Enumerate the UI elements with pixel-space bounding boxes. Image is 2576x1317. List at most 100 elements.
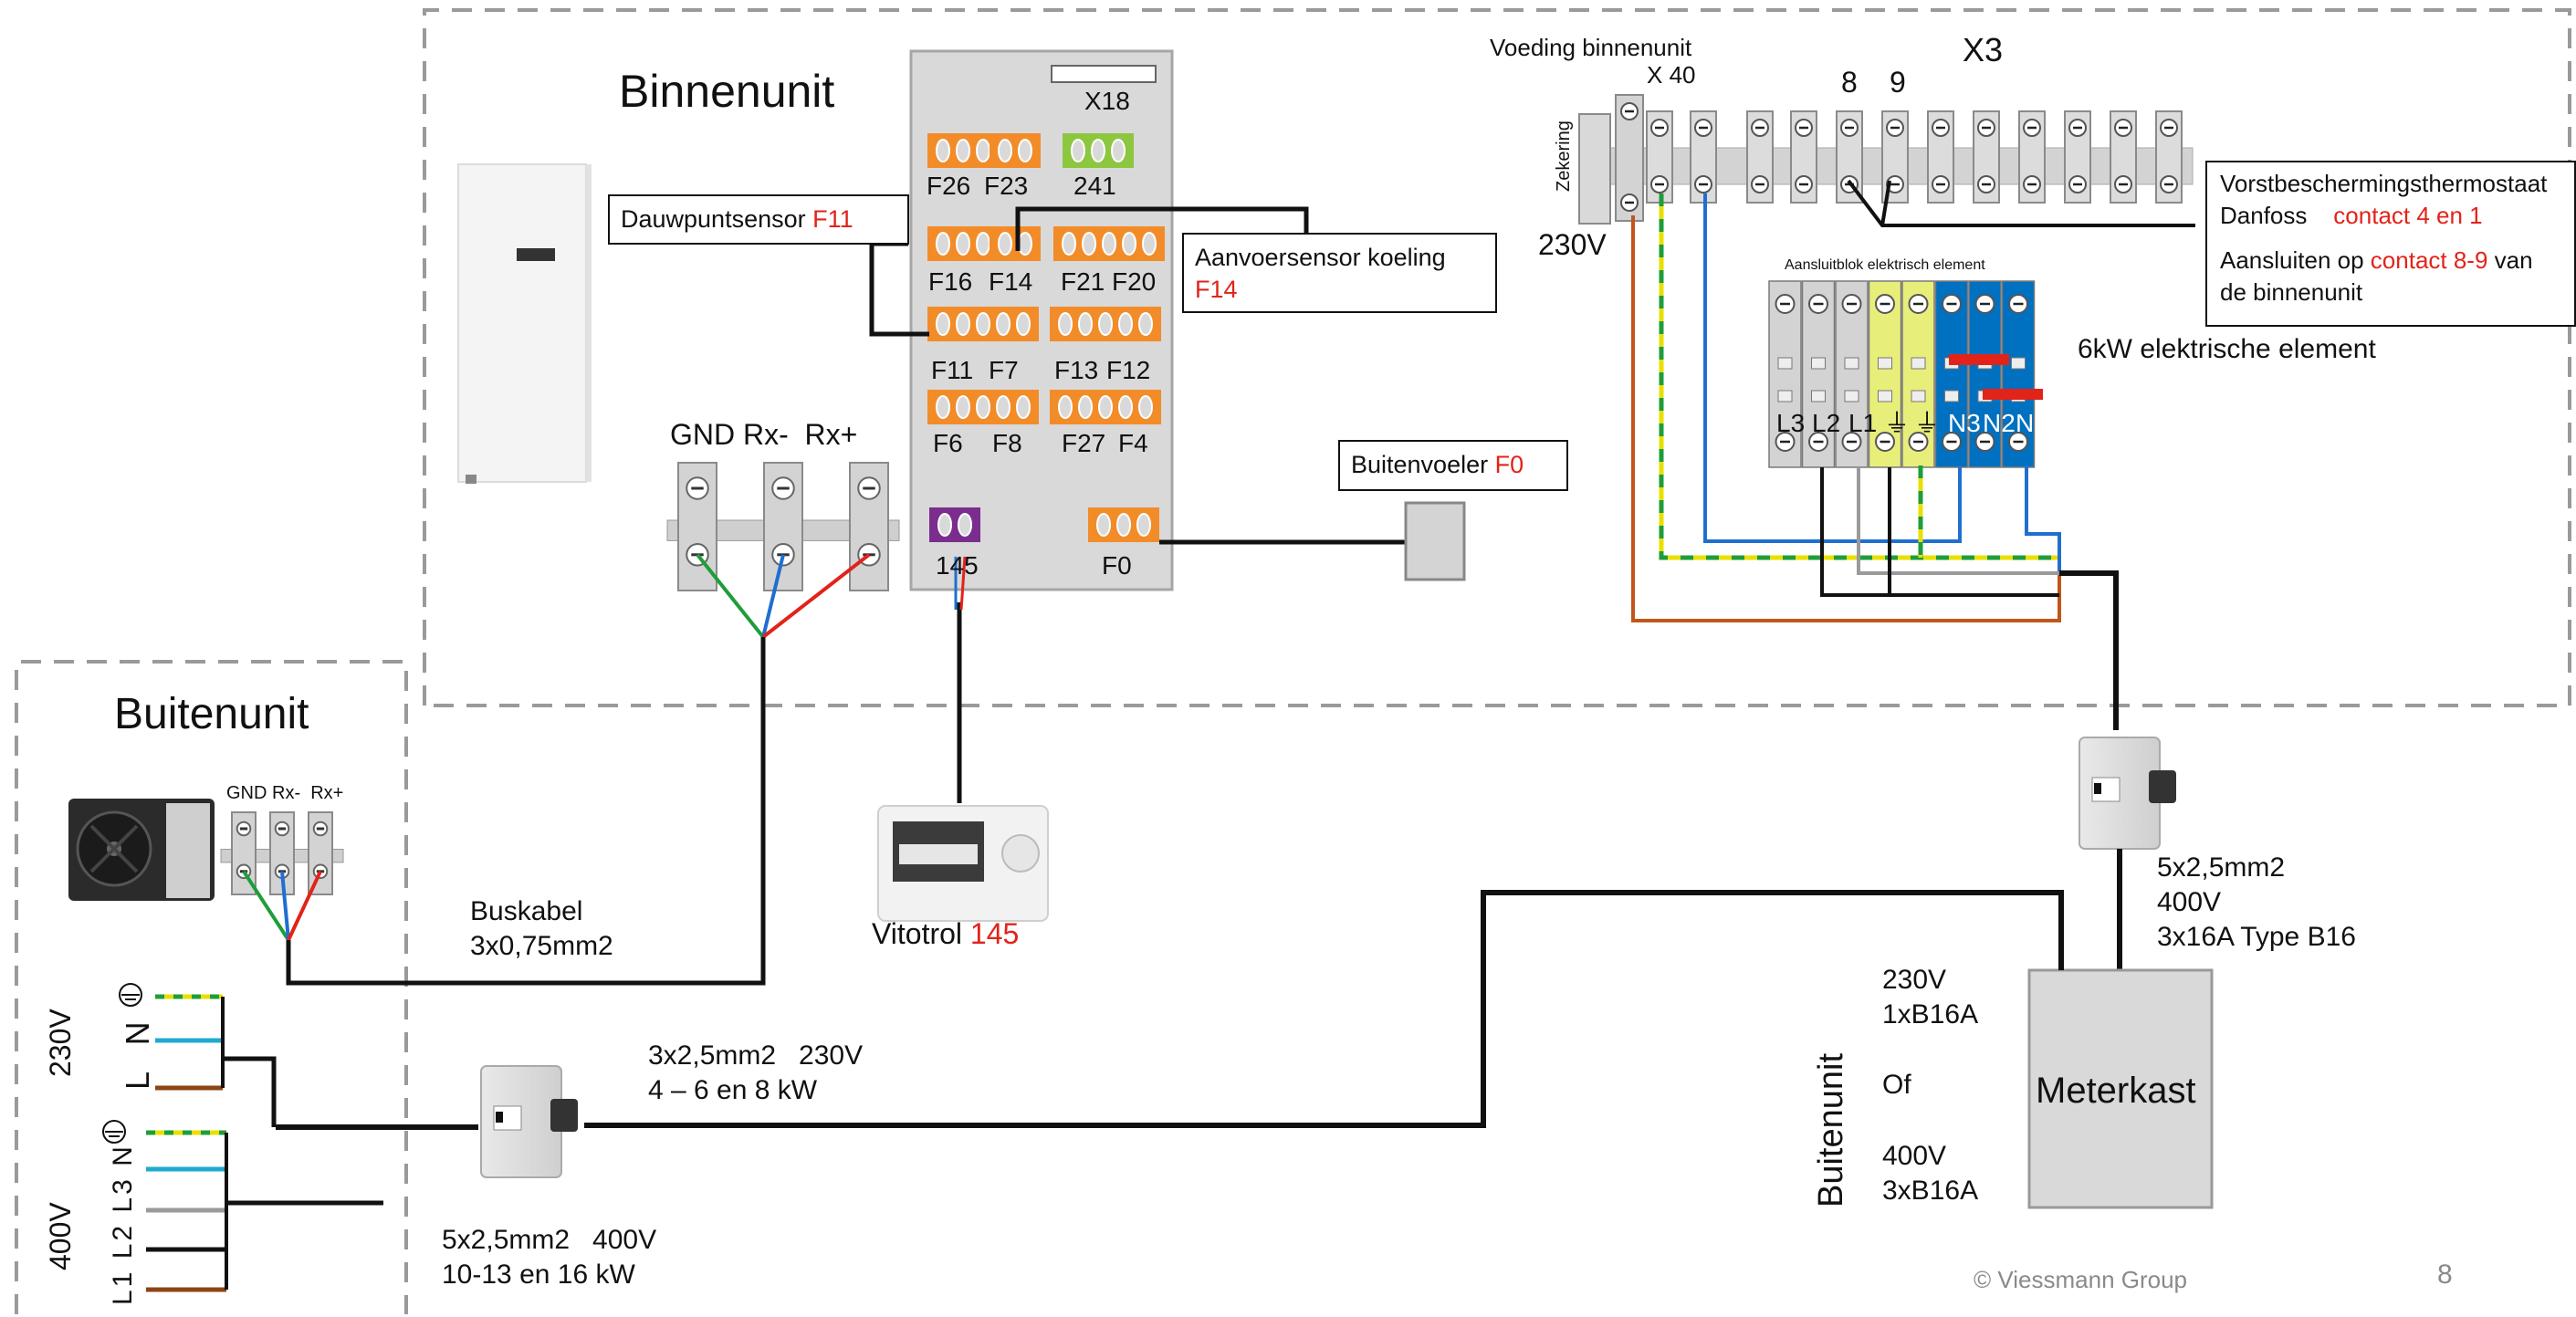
outdoor-heat-pump xyxy=(68,799,215,901)
dew-sensor-label: Dauwpuntsensor F11 xyxy=(608,194,909,245)
fuse-label: Zekering xyxy=(1554,120,1574,192)
supply-230v-wires xyxy=(155,994,277,1127)
meter-outdoor-vertical: Buitenunit xyxy=(1812,1052,1850,1207)
element-terminal-n1: N1 xyxy=(2016,409,2048,437)
element-terminal-pe2: ⏚ xyxy=(1914,409,1941,437)
cable-400-power: 10-13 en 16 kW xyxy=(442,1260,635,1290)
element-terminal-l1: L1 xyxy=(1848,409,1878,437)
connector-f16 xyxy=(927,226,999,261)
connector-241 xyxy=(1063,133,1134,168)
connector-f26 xyxy=(927,133,999,168)
connector-f13-f12 xyxy=(1050,307,1161,341)
outdoor-400v-terminals: L1 L2 L3 N xyxy=(108,1144,138,1305)
outdoor-sensor-box xyxy=(1404,501,1466,581)
board-label-f20: F20 xyxy=(1112,267,1157,296)
element-wire-grey xyxy=(1857,467,2059,575)
bus-wire-green xyxy=(242,870,290,942)
supply-wire-brown xyxy=(1631,215,2061,622)
connector-145 xyxy=(929,507,980,542)
board-label-f23: F23 xyxy=(984,172,1029,200)
dew-sensor-code: F11 xyxy=(812,205,853,233)
indoor-bus-terminal xyxy=(666,462,900,639)
frost-contact-danfoss: contact 4 en 1 xyxy=(2333,202,2483,230)
isolator-switch-element xyxy=(2079,737,2176,850)
electric-element-block xyxy=(1768,280,2043,468)
element-terminal-block-1 xyxy=(1768,280,1802,468)
bus-wire-green xyxy=(696,553,765,639)
vitotrol-device xyxy=(877,805,1049,922)
board-label-f12: F12 xyxy=(1106,356,1151,384)
outdoor-230v-label: 230V xyxy=(44,1009,77,1077)
meter-option-400v: 400V xyxy=(1882,1141,1947,1171)
bus-wire-red xyxy=(761,553,871,639)
terminal-8-label: 8 xyxy=(1841,66,1858,99)
indoor-unit-appliance xyxy=(457,163,592,484)
terminal-9-label: 9 xyxy=(1890,66,1906,99)
board-label-f13: F13 xyxy=(1054,356,1099,384)
bus-cable xyxy=(286,637,766,986)
board-label-f16: F16 xyxy=(928,267,973,296)
copyright: © Viessmann Group xyxy=(1974,1266,2188,1293)
flow-sensor-code: F14 xyxy=(1195,276,1238,304)
connector-f6-f8 xyxy=(927,390,1039,424)
x40-label: X 40 xyxy=(1647,61,1696,89)
frost-thermostat-wire-b xyxy=(1880,180,1891,226)
meter-option-400v-breaker: 3xB16A xyxy=(1882,1176,1979,1206)
board-label-f4: F4 xyxy=(1118,429,1148,457)
connector-f14 xyxy=(990,226,1041,261)
cable-400-spec: 5x2,5mm2 400V xyxy=(442,1225,657,1255)
element-terminal-n3: N3 xyxy=(1948,409,1981,437)
supply-400v-wires xyxy=(146,1130,383,1292)
fuse-holder xyxy=(1578,113,1611,225)
board-label-f21: F21 xyxy=(1061,267,1105,296)
element-bridge-2 xyxy=(1983,389,2043,400)
outdoor-bus-label: GND Rx- Rx+ xyxy=(226,783,344,803)
element-feed-cable xyxy=(2059,570,2119,730)
connector-f27-f4 xyxy=(1050,390,1161,424)
meter-box xyxy=(2027,968,2214,1209)
vitotrol-label: Vitotrol 145 xyxy=(872,917,1020,950)
cable-230-spec: 3x2,5mm2 230V xyxy=(648,1040,864,1071)
meter-option-230v-breaker: 1xB16A xyxy=(1882,999,1979,1030)
supply-voltage-label: 230V xyxy=(1538,228,1607,261)
board-label-f11: F11 xyxy=(931,356,974,384)
bus-wire-red xyxy=(287,870,322,941)
outdoor-main-cable xyxy=(584,890,2064,1128)
element-wire-black-1 xyxy=(1820,467,2059,597)
connector-f21-f20 xyxy=(1053,226,1165,261)
outdoor-230v-terminals: L N xyxy=(119,1012,156,1090)
connector-f11-f7 xyxy=(927,307,1039,341)
board-label-241: 241 xyxy=(1073,172,1116,200)
board-label-f8: F8 xyxy=(992,429,1022,457)
meter-option-230v: 230V xyxy=(1882,965,1947,995)
connector-f0 xyxy=(1088,507,1159,542)
x3-terminal-strip xyxy=(1578,94,2194,225)
bus-wire-blue xyxy=(761,554,785,638)
frost-contact-unit: contact 8-9 xyxy=(2370,246,2488,275)
meter-feed-spec: 5x2,5mm2 xyxy=(2157,852,2286,883)
element-terminal-l3: L3 xyxy=(1776,409,1806,437)
board-label-145: 145 xyxy=(936,551,979,580)
board-x18-label: X18 xyxy=(1084,87,1130,115)
board-label-f6: F6 xyxy=(933,429,963,457)
bus-cable-spec: 3x0,75mm2 xyxy=(470,931,613,961)
supply-label: Voeding binnenunit xyxy=(1490,34,1692,61)
element-wire-blue xyxy=(2025,465,2061,575)
outdoor-title: Buitenunit xyxy=(114,690,309,738)
page-number: 8 xyxy=(2437,1260,2453,1290)
earth-symbol-400v xyxy=(102,1120,126,1144)
meter-option-or: Of xyxy=(1882,1070,1911,1100)
bus-cable-name: Buskabel xyxy=(470,896,583,926)
outdoor-400v-label: 400V xyxy=(44,1202,77,1270)
meter-label: Meterkast xyxy=(2036,1071,2196,1111)
supply-wire-blue xyxy=(1703,193,1962,543)
meter-feed-voltage: 400V xyxy=(2157,887,2222,917)
element-terminal-pe1: ⏚ xyxy=(1884,409,1911,437)
element-label: 6kW elektrische element xyxy=(2078,334,2376,364)
element-bridge-1 xyxy=(1949,354,2009,365)
indoor-bus-label: GND Rx- Rx+ xyxy=(670,418,858,451)
element-block-title: Aansluitblok elektrisch element xyxy=(1785,257,1985,273)
connector-f23 xyxy=(990,133,1041,168)
